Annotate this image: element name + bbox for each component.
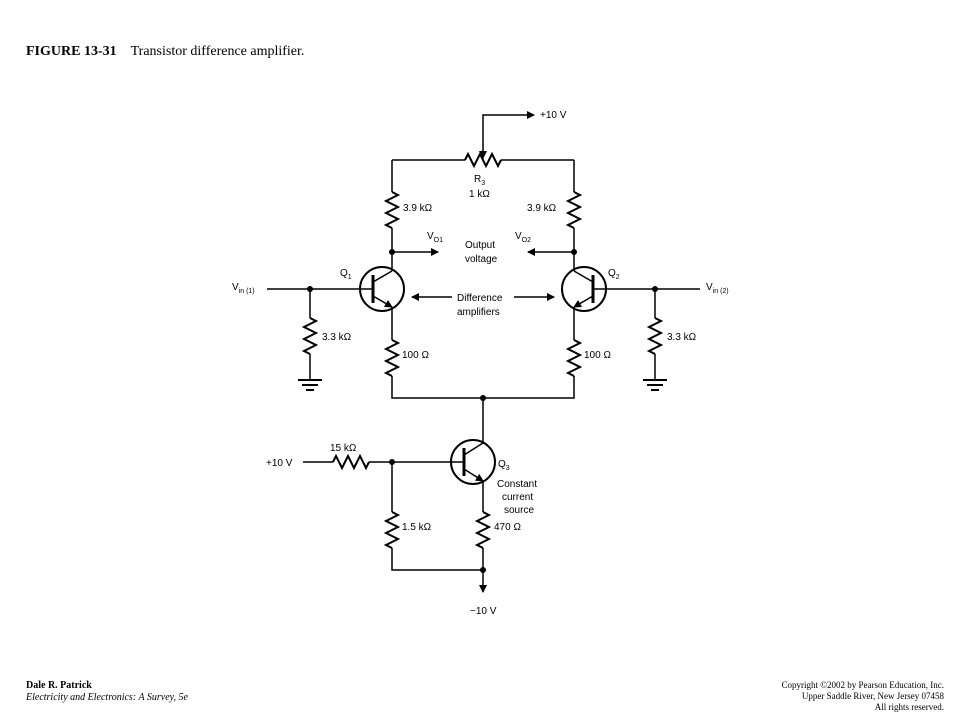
vo1-label: VO1 (427, 231, 443, 244)
q1-transistor: Q1 (340, 252, 405, 340)
copyright-line-2: Upper Saddle River, New Jersey 07458 (801, 691, 944, 701)
footer-author-block: Dale R. Patrick Electricity and Electron… (26, 680, 188, 704)
copyright-line-3: All rights reserved. (874, 702, 944, 712)
source-label: source (504, 505, 534, 516)
output-voltage-label-2: voltage (465, 254, 498, 265)
negative-supply-label: −10 V (470, 606, 497, 617)
svg-text:3.9 kΩ: 3.9 kΩ (527, 203, 557, 214)
q2-transistor: Q2 (561, 252, 620, 340)
figure-number: FIGURE 13-31 (26, 44, 117, 59)
r3-potentiometer: R3 1 kΩ (464, 151, 502, 200)
svg-text:Vin (2): Vin (2) (706, 282, 729, 295)
re2-resistor: 100 Ω (565, 339, 611, 377)
svg-text:+10 V: +10 V (266, 458, 293, 469)
figure-title: FIGURE 13-31 Transistor difference amplif… (26, 44, 304, 60)
copyright-line-1: Copyright ©2002 by Pearson Education, In… (781, 680, 944, 690)
svg-text:100 Ω: 100 Ω (402, 350, 429, 361)
svg-text:3.3 kΩ: 3.3 kΩ (667, 332, 697, 343)
difference-label-2: amplifiers (457, 307, 500, 318)
svg-text:Vin (1): Vin (1) (232, 282, 255, 295)
constant-label: Constant (497, 479, 537, 490)
svg-text:Q3: Q3 (498, 459, 510, 472)
supply-positive: +10 V (482, 110, 567, 146)
svg-text:1 kΩ: 1 kΩ (469, 189, 490, 200)
rc2-resistor: 3.9 kΩ (527, 191, 583, 229)
output-voltage-label-1: Output (465, 240, 495, 251)
svg-text:1.5 kΩ: 1.5 kΩ (402, 522, 432, 533)
svg-text:15 kΩ: 15 kΩ (330, 443, 357, 454)
re1-resistor: 100 Ω (383, 339, 429, 377)
svg-text:3.9 kΩ: 3.9 kΩ (403, 203, 433, 214)
rc1-resistor: 3.9 kΩ (383, 191, 433, 229)
svg-text:3.3 kΩ: 3.3 kΩ (322, 332, 352, 343)
vin2-input: Vin (2) 3.3 kΩ (593, 282, 729, 391)
vo2-label: VO2 (515, 231, 531, 244)
svg-text:R3: R3 (474, 174, 485, 187)
vin1-input: Vin (1) 3.3 kΩ (232, 282, 373, 391)
author: Dale R. Patrick (26, 680, 92, 691)
book-title: Electricity and Electronics: A Survey, 5… (26, 692, 188, 703)
svg-text:470 Ω: 470 Ω (494, 522, 521, 533)
q3-transistor: Q3 (450, 398, 510, 512)
current-label: current (502, 492, 533, 503)
figure-caption: Transistor difference amplifier. (130, 44, 305, 59)
bias-network: +10 V 15 kΩ 1.5 kΩ (266, 443, 483, 571)
svg-text:+10 V: +10 V (540, 110, 567, 121)
emitter-rail (391, 376, 575, 399)
svg-text:Q1: Q1 (340, 268, 352, 281)
svg-text:100 Ω: 100 Ω (584, 350, 611, 361)
re3-resistor: 470 Ω (474, 511, 521, 549)
svg-text:Q2: Q2 (608, 268, 620, 281)
difference-label-1: Difference (457, 293, 503, 304)
copyright-block: Copyright ©2002 by Pearson Education, In… (781, 680, 944, 713)
